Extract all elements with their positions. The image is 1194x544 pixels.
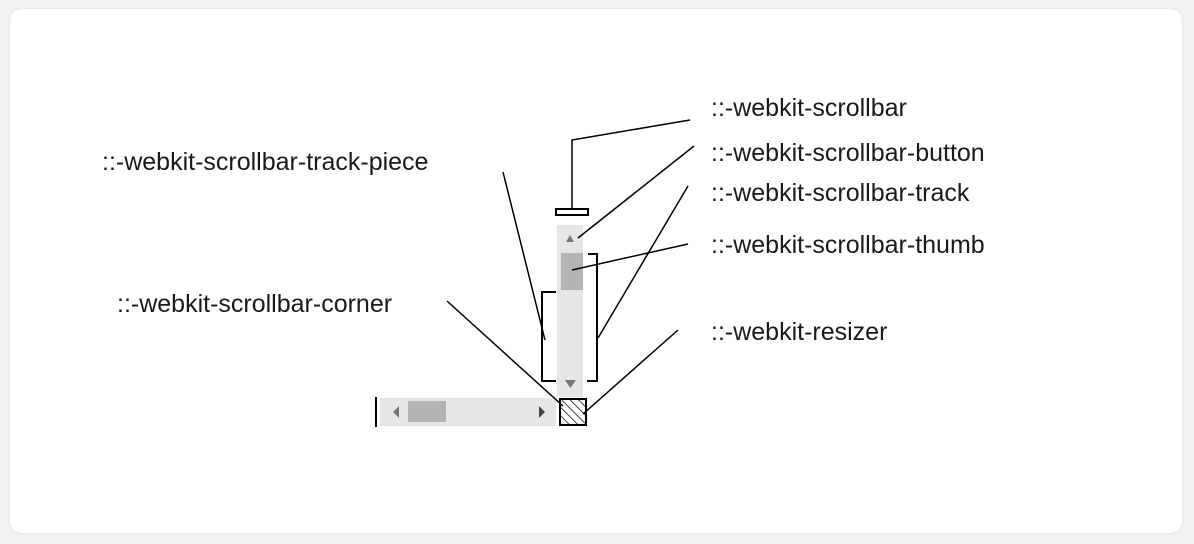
vertical-scrollbar-thumb xyxy=(561,253,583,290)
triangle-left-icon xyxy=(393,406,399,418)
vertical-scrollbar-track xyxy=(557,225,583,397)
label-scrollbar-track-piece: ::-webkit-scrollbar-track-piece xyxy=(102,148,429,176)
leader-line-button xyxy=(577,145,695,239)
label-scrollbar-thumb: ::-webkit-scrollbar-thumb xyxy=(711,231,985,259)
leader-line-track-piece xyxy=(502,171,546,341)
thumb-track-bracket xyxy=(587,253,598,382)
triangle-up-icon xyxy=(566,235,574,242)
scrollbar-top-bar xyxy=(555,208,589,216)
leader-line-resizer xyxy=(582,329,679,415)
horizontal-scrollbar-thumb xyxy=(408,401,446,422)
leader-line-track xyxy=(597,185,689,339)
leader-line-scrollbar xyxy=(571,119,691,209)
triangle-down-icon xyxy=(565,380,576,388)
horizontal-scrollbar-track xyxy=(380,398,556,426)
leader-line-thumb xyxy=(571,243,689,271)
label-scrollbar: ::-webkit-scrollbar xyxy=(711,94,907,122)
track-piece-bracket xyxy=(541,291,556,382)
label-scrollbar-track: ::-webkit-scrollbar-track xyxy=(711,179,970,207)
triangle-right-icon xyxy=(539,406,545,418)
hatched-square-icon xyxy=(559,398,587,426)
label-resizer: ::-webkit-resizer xyxy=(711,318,888,346)
leader-line-corner xyxy=(446,300,564,407)
label-scrollbar-corner: ::-webkit-scrollbar-corner xyxy=(117,290,393,318)
label-scrollbar-button: ::-webkit-scrollbar-button xyxy=(711,139,985,167)
